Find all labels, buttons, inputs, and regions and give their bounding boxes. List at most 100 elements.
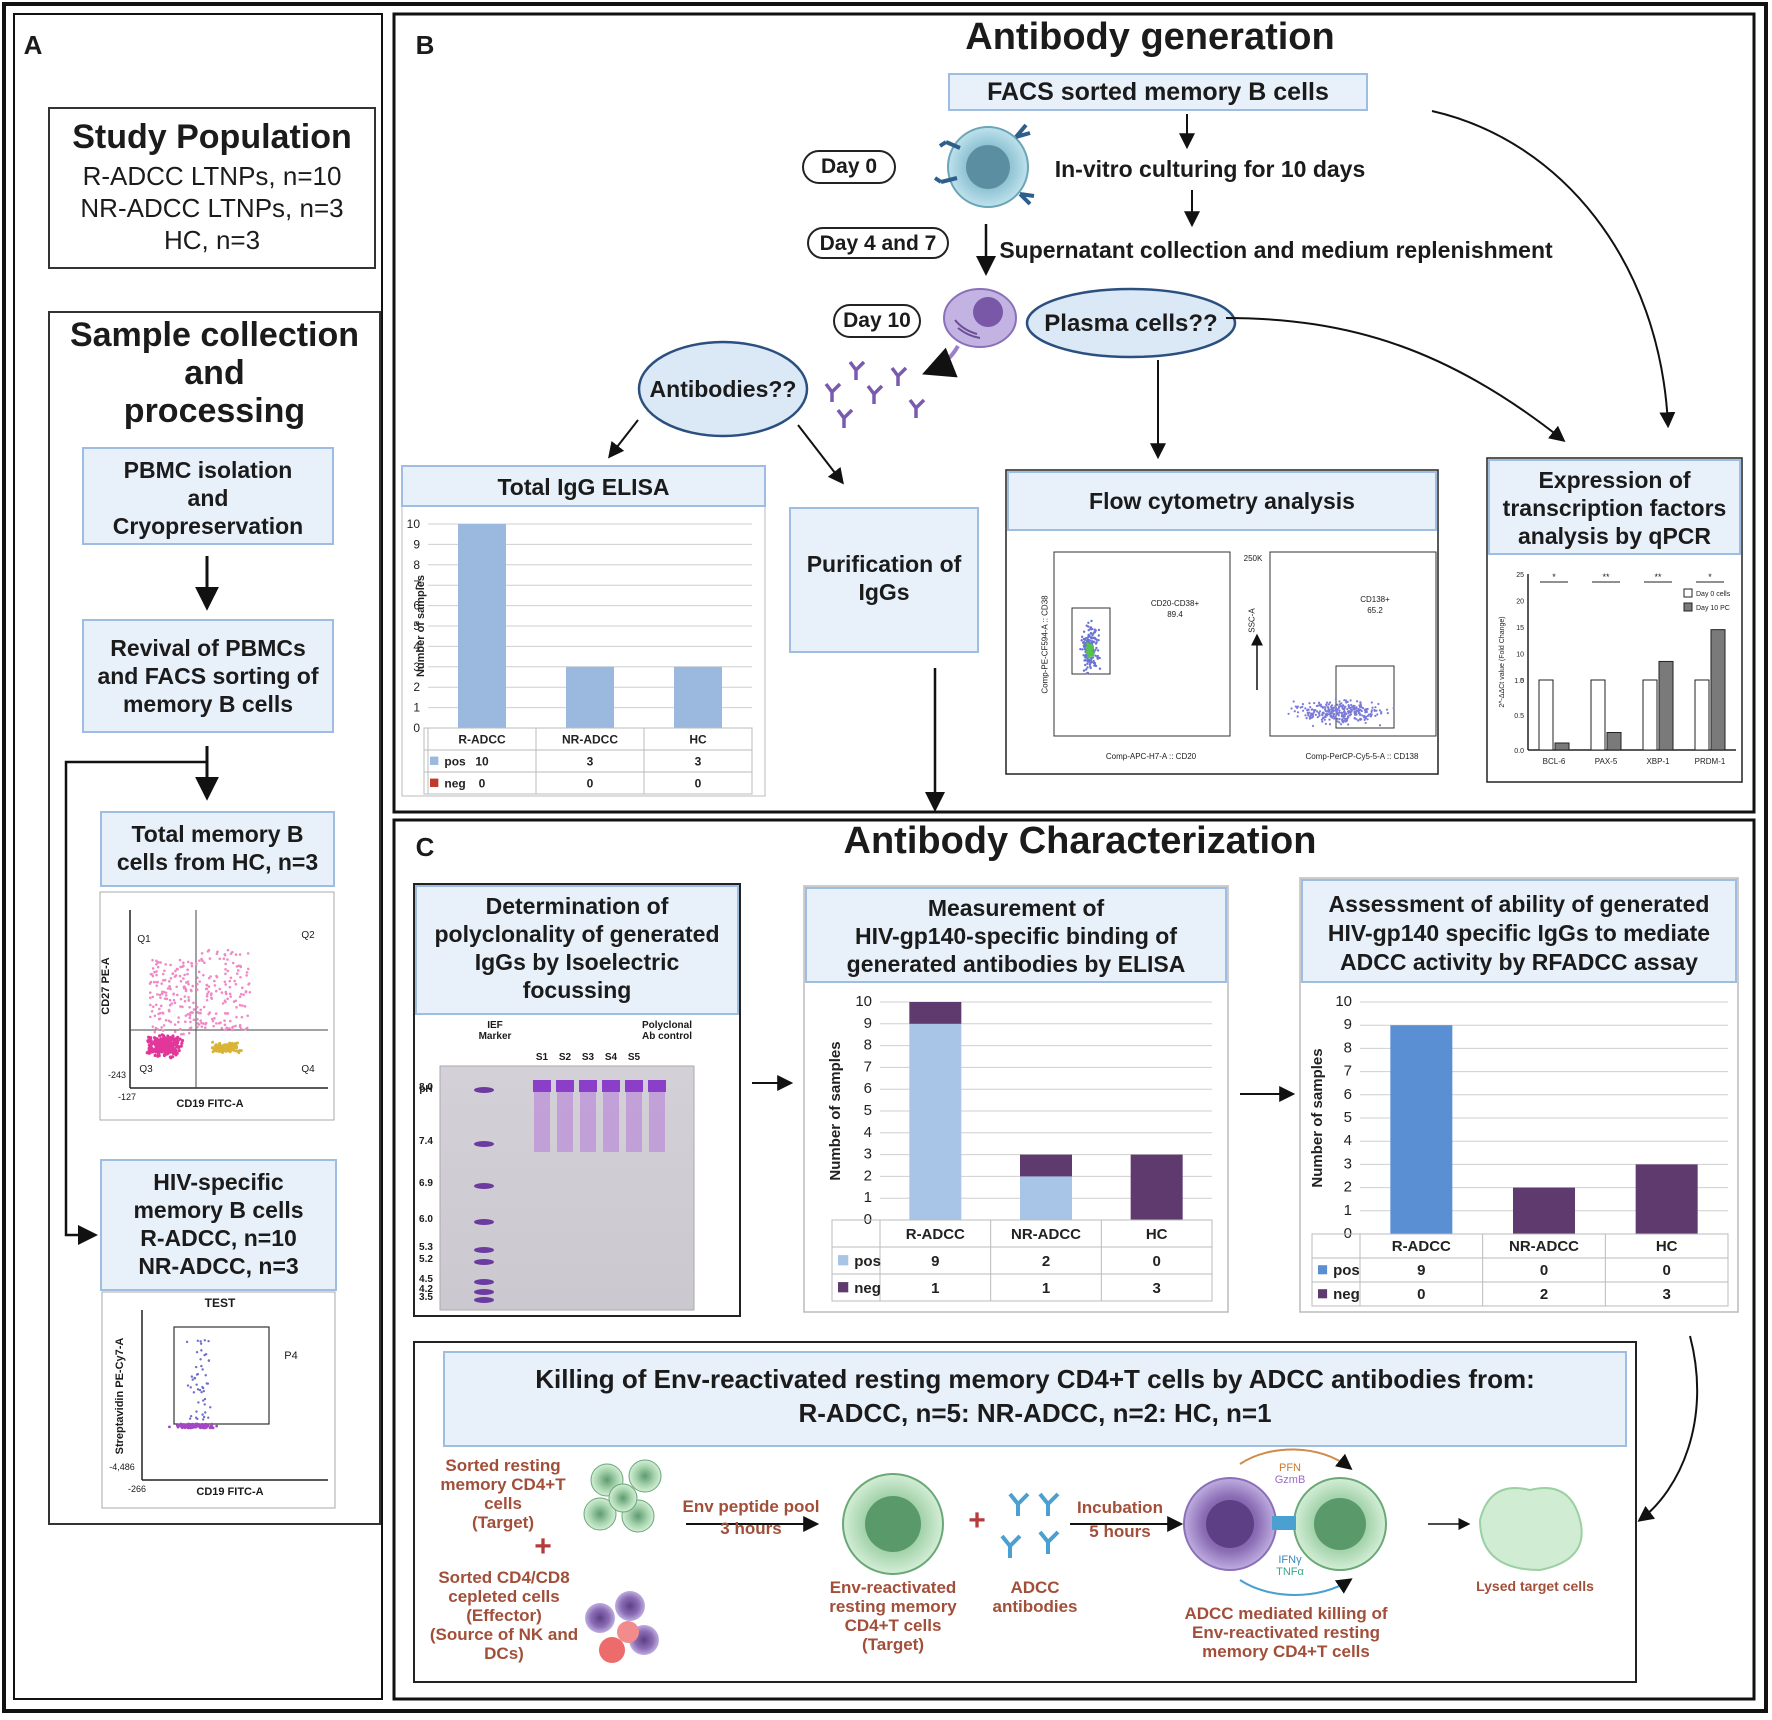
event-dot <box>1342 710 1346 713</box>
event-dot <box>1082 669 1086 672</box>
flow1-ylabel: Comp-PE-CF594-A :: CD38 <box>1040 595 1050 694</box>
facs-plot-1 <box>99 891 335 1121</box>
event-dot <box>1087 628 1090 632</box>
event-dot <box>186 968 189 972</box>
event-dot <box>1314 713 1317 716</box>
lysed-text: Lysed target cells <box>1476 1578 1594 1594</box>
event-dot <box>1296 711 1300 714</box>
event-dot <box>163 969 166 973</box>
event-dot <box>1094 648 1097 652</box>
event-dot <box>169 963 172 967</box>
event-dot <box>1093 628 1096 631</box>
event-dot <box>234 982 238 986</box>
sample-collection-title: Sample collection and processing <box>49 316 380 430</box>
event-dot <box>215 1049 219 1053</box>
event-dot <box>240 1015 244 1019</box>
hiv-line2: memory B cells <box>133 1197 304 1223</box>
event-dot <box>199 1423 203 1427</box>
day47-text: Day 4 and 7 <box>819 232 937 255</box>
event-dot <box>199 1008 203 1012</box>
event-dot <box>182 964 185 968</box>
event-dot <box>194 1416 198 1419</box>
event-dot <box>201 1022 205 1025</box>
antibody-glyph <box>908 398 926 418</box>
event-dot <box>1340 712 1343 715</box>
event-dot <box>153 1053 157 1057</box>
event-dot <box>1334 716 1337 719</box>
y-tick-label: 4 <box>413 639 420 653</box>
event-dot <box>1336 703 1339 706</box>
event-dot <box>171 1051 175 1055</box>
event-dot <box>1304 714 1307 717</box>
event-dot <box>226 969 230 973</box>
event-dot <box>1080 639 1083 642</box>
event-dot <box>218 957 222 961</box>
event-dot <box>206 1382 210 1385</box>
ief-title-line2: polyclonality of generated <box>434 921 720 947</box>
event-dot <box>201 1418 205 1421</box>
event-dot <box>213 979 216 983</box>
event-dot <box>164 991 168 994</box>
secretion-arrow <box>922 344 960 378</box>
effector-line1: Sorted CD4/CD8 <box>438 1568 570 1587</box>
event-dot <box>179 1027 182 1031</box>
event-dot <box>196 982 199 986</box>
event-dot <box>232 1000 236 1003</box>
event-dot <box>220 991 224 994</box>
event-dot <box>1353 717 1356 720</box>
event-dot <box>155 1042 159 1046</box>
ief-polyclonal-line1: Polyclonal <box>641 1020 692 1031</box>
event-dot <box>167 1048 171 1052</box>
event-dot <box>147 1035 151 1039</box>
event-dot <box>1095 646 1098 650</box>
event-dot <box>1347 723 1350 726</box>
event-dot <box>1089 644 1093 648</box>
event-dot <box>199 1342 203 1345</box>
event-dot <box>160 992 164 996</box>
facs2-x0: -266 <box>127 1484 146 1494</box>
event-dot <box>244 1028 247 1031</box>
facs1-x0: -127 <box>117 1092 136 1102</box>
event-dot <box>193 1377 197 1380</box>
event-dot <box>203 1422 207 1426</box>
total-memory-line1: Total memory B <box>131 821 304 847</box>
event-dot <box>161 979 165 982</box>
event-dot <box>199 1011 202 1015</box>
event-dot <box>1097 634 1101 637</box>
event-dot <box>202 973 205 977</box>
event-dot <box>182 977 185 980</box>
ph-tick: 7.4 <box>419 1136 433 1147</box>
event-dot <box>1337 714 1340 717</box>
event-dot <box>1370 713 1373 716</box>
ph-tick: 5.3 <box>419 1242 433 1253</box>
study-line-hc: HC, n=3 <box>163 225 261 255</box>
event-dot <box>235 1045 239 1049</box>
event-dot <box>231 961 235 965</box>
event-dot <box>159 996 162 999</box>
event-dot <box>1329 714 1332 717</box>
event-dot <box>203 1403 206 1406</box>
event-dot <box>1085 624 1088 627</box>
event-dot <box>200 1390 203 1394</box>
event-dot <box>203 1425 207 1429</box>
event-dot <box>1316 716 1319 719</box>
event-dot <box>158 993 162 997</box>
flow-plot-1 <box>1053 551 1231 737</box>
event-dot <box>173 1030 177 1034</box>
event-dot <box>1360 718 1363 721</box>
event-dot <box>1392 707 1395 710</box>
event-dot <box>171 1044 175 1048</box>
event-dot <box>211 1050 215 1054</box>
event-dot <box>222 957 226 960</box>
event-dot <box>195 962 198 966</box>
study-line-r: R-ADCC LTNPs, n=10 <box>82 161 342 191</box>
event-dot <box>178 1037 182 1041</box>
event-dot <box>1089 632 1092 635</box>
flow2-gate: CD138+ 65.2 <box>1330 594 1420 616</box>
revival-box <box>82 619 334 733</box>
event-dot <box>168 998 172 1002</box>
event-dot <box>198 1388 202 1392</box>
event-dot <box>1313 702 1316 705</box>
event-dot <box>1322 711 1325 714</box>
